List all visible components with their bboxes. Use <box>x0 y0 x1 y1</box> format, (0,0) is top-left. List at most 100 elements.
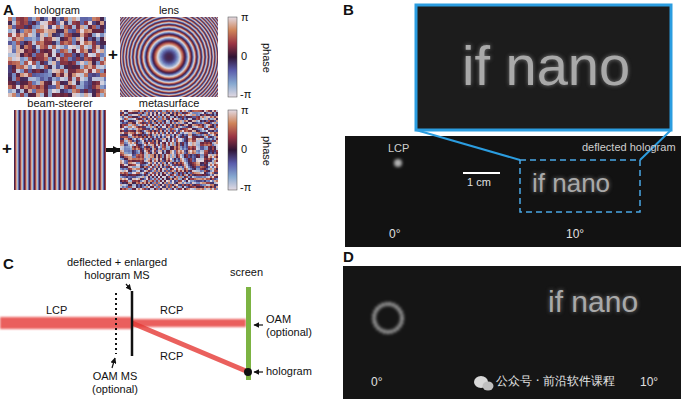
phase-cell <box>136 120 138 122</box>
phase-cell <box>120 158 122 160</box>
phase-cell <box>210 146 212 148</box>
phase-ring <box>126 17 213 97</box>
phase-cell <box>156 112 158 114</box>
phase-cell <box>186 140 188 142</box>
phase-cell <box>204 112 206 114</box>
phase-cell <box>176 114 178 116</box>
phase-cell <box>140 114 142 116</box>
phase-cell <box>104 41 106 45</box>
phase-cell <box>76 45 80 49</box>
phase-cell <box>124 110 126 112</box>
phase-cell <box>152 112 154 114</box>
phase-cell <box>12 89 16 93</box>
phase-ring <box>163 51 175 63</box>
phase-cell <box>134 144 136 146</box>
phase-cell <box>120 154 122 156</box>
phase-cell <box>200 146 202 148</box>
phase-cell <box>194 116 196 118</box>
phase-cell <box>148 138 150 140</box>
phase-cell <box>104 85 106 89</box>
phase-cell <box>84 37 88 41</box>
phase-cell <box>40 17 44 21</box>
phase-cell <box>138 112 140 114</box>
phase-cell <box>40 33 44 37</box>
phase-ring <box>164 52 174 62</box>
phase-cell <box>214 156 216 158</box>
phase-cell <box>24 33 28 37</box>
phase-cell <box>124 150 126 152</box>
phase-cell <box>134 118 136 120</box>
phase-cell <box>100 85 104 89</box>
phase-ring <box>126 17 212 97</box>
phase-cell <box>180 156 182 158</box>
phase-cell <box>140 120 142 122</box>
phase-cell <box>170 148 172 150</box>
phase-ring <box>143 31 196 84</box>
phase-cell <box>58 110 59 190</box>
phase-cell <box>8 29 12 33</box>
phase-cell <box>56 85 60 89</box>
phase-cell <box>33 110 34 190</box>
phase-cell <box>192 130 194 132</box>
phase-cell <box>126 120 128 122</box>
phase-cell <box>188 110 190 112</box>
phase-cell <box>182 154 184 156</box>
phase-cell <box>60 73 64 77</box>
phase-cell <box>52 85 56 89</box>
phase-cell <box>88 89 92 93</box>
phase-cell <box>214 152 216 154</box>
camera-image <box>343 266 681 399</box>
phase-cell <box>190 130 192 132</box>
phase-cell <box>150 132 152 134</box>
phase-cell <box>158 140 160 142</box>
phase-cell <box>24 41 28 45</box>
phase-cell <box>206 128 208 130</box>
phase-cell <box>132 126 134 128</box>
phase-cell <box>48 61 52 65</box>
phase-cell <box>164 110 166 112</box>
phase-cell <box>176 142 178 144</box>
phase-cell <box>186 126 188 128</box>
phase-cell <box>88 53 92 57</box>
phase-cell <box>204 120 206 122</box>
phase-cell <box>198 114 200 116</box>
phase-cell <box>160 148 162 150</box>
phase-cell <box>48 53 52 57</box>
phase-cell <box>184 138 186 140</box>
phase-cell <box>142 160 144 162</box>
phase-cell <box>166 112 168 114</box>
phase-cell <box>104 69 106 73</box>
phase-cell <box>134 114 136 116</box>
phase-cell <box>158 122 160 124</box>
phase-cell <box>37 110 38 190</box>
phase-cell <box>104 37 106 41</box>
phase-cell <box>176 134 178 136</box>
phase-cell <box>168 156 170 158</box>
phase-cell <box>212 114 214 116</box>
phase-cell <box>68 49 72 53</box>
phase-cell <box>104 33 106 37</box>
phase-cell <box>192 120 194 122</box>
phase-cell <box>152 158 154 160</box>
phase-cell <box>124 132 126 134</box>
phase-cell <box>142 156 144 158</box>
phase-cell <box>184 144 186 146</box>
phase-cell <box>156 116 158 118</box>
phase-cell <box>198 152 200 154</box>
phase-cell <box>142 144 144 146</box>
phase-ring <box>166 54 173 61</box>
phase-cell <box>154 114 156 116</box>
phase-cell <box>196 118 198 120</box>
phase-cell <box>178 152 180 154</box>
phase-cell <box>32 65 36 69</box>
phase-cell <box>216 148 218 150</box>
phase-cell <box>122 116 124 118</box>
phase-cell <box>36 89 40 93</box>
phase-cell <box>80 41 84 45</box>
phase-cell <box>144 152 146 154</box>
phase-cell <box>44 41 48 45</box>
phase-cell <box>216 158 218 160</box>
phase-cell <box>12 85 16 89</box>
phase-cell <box>202 112 204 114</box>
